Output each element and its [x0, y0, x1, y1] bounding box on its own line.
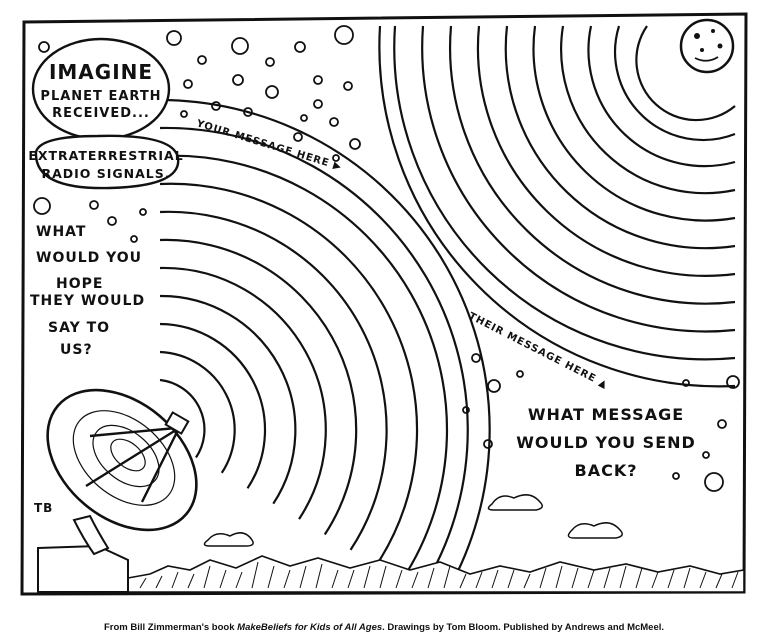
planet-icon: [679, 18, 735, 74]
alien-wave-arc: [378, 25, 736, 388]
question-left-line-6: US?: [60, 342, 93, 358]
earth-wave-arc: [159, 266, 327, 520]
your-message-label: YOUR MESSAGE HERE ▶: [194, 118, 343, 173]
signal-bubble: [34, 134, 180, 190]
alien-wave-arc: [449, 25, 736, 305]
earth-wave-arc: [159, 322, 267, 489]
alien-wave-arc: [393, 25, 736, 361]
earth-wave-arc: [159, 154, 449, 581]
earth-wave-arc: [159, 210, 388, 551]
ground-hatching: [139, 561, 739, 589]
alien-wave-arc: [635, 25, 736, 122]
question-left-line-1: WHAT: [36, 224, 86, 240]
alien-wave-arc: [476, 25, 736, 277]
earth-wave-arc: [159, 98, 491, 581]
question-right-line-3: BACK?: [575, 461, 638, 480]
question-left: WHAT WOULD YOU HOPE THEY WOULD SAY TO US…: [30, 224, 145, 358]
stars: [33, 25, 740, 492]
alien-wave-arc: [421, 25, 736, 333]
credit-book-title: MakeBeliefs for Kids of All Ages: [237, 622, 383, 633]
signal-line-2: RADIO SIGNALS.: [41, 166, 170, 181]
earth-signal-waves: [159, 98, 491, 581]
question-left-line-5: SAY TO: [48, 320, 110, 336]
credit-suffix: . Drawings by Tom Bloom. Published by An…: [382, 622, 665, 633]
earth-wave-arc: [159, 182, 419, 566]
earth-wave-arc: [159, 294, 297, 505]
question-left-line-2: WOULD YOU: [36, 250, 142, 266]
question-right: WHAT MESSAGE WOULD YOU SEND BACK?: [516, 405, 696, 480]
alien-signal-waves: [378, 25, 736, 388]
question-left-line-3: HOPE: [56, 276, 103, 292]
alien-wave-arc: [587, 25, 736, 168]
clouds: [203, 494, 623, 547]
alien-wave-arc: [560, 25, 736, 195]
imagine-line-3: RECEIVED...: [52, 106, 150, 121]
alien-wave-arc: [532, 25, 736, 222]
imagine-line-2: PLANET EARTH: [40, 89, 161, 104]
credit-prefix: From Bill Zimmerman's book: [103, 622, 235, 633]
imagine-title: IMAGINE: [49, 60, 153, 84]
question-left-line-4: THEY WOULD: [30, 293, 145, 309]
earth-wave-arc: [159, 126, 469, 581]
earth-wave-arc: [159, 238, 358, 536]
signal-line-1: EXTRATERRESTRIAL: [28, 148, 183, 163]
question-right-line-2: WOULD YOU SEND: [516, 433, 696, 452]
artist-initials: TB: [34, 501, 53, 515]
earth-wave-arc: [159, 350, 236, 474]
alien-wave-arc: [504, 25, 736, 250]
alien-wave-arc: [614, 25, 736, 142]
credit-line: From Bill Zimmerman's book MakeBeliefs f…: [0, 622, 768, 633]
question-right-line-1: WHAT MESSAGE: [528, 405, 684, 424]
radio-dish-icon: [37, 388, 198, 593]
their-message-label: THEIR MESSAGE HERE ▲: [467, 311, 610, 391]
earth-wave-arc: [159, 378, 206, 459]
